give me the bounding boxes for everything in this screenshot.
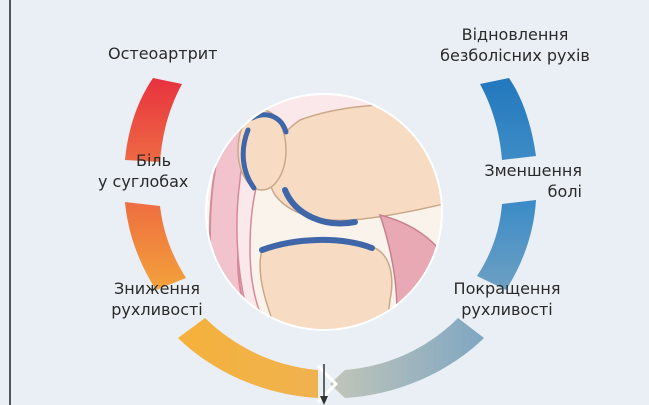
label-better-mobility: Покращення рухливості	[452, 278, 562, 320]
label-less-pain-line1: Зменшення	[482, 160, 582, 181]
label-less-pain: Зменшення болі	[482, 160, 582, 202]
label-restore-line2: безболісних рухів	[440, 45, 590, 66]
label-osteoarthritis: Остеоартрит	[108, 43, 218, 64]
label-reduced-mobility: Зниження рухливості	[102, 278, 212, 320]
arc-less-pain	[477, 200, 536, 290]
label-joint-pain-line2: у суглобах	[98, 171, 188, 192]
label-restore-motion: Відновлення безболісних рухів	[440, 24, 590, 66]
label-joint-pain-line1: Біль	[98, 150, 188, 171]
arc-restore-motion	[480, 78, 536, 160]
arc-joint-pain	[125, 202, 186, 290]
label-better-mobility-line2: рухливості	[452, 299, 562, 320]
label-restore-line1: Відновлення	[440, 24, 590, 45]
knee-joint-illustration	[206, 68, 470, 350]
label-reduced-mobility-line2: рухливості	[102, 299, 212, 320]
label-osteoarthritis-text: Остеоартрит	[108, 44, 218, 63]
label-reduced-mobility-line1: Зниження	[102, 278, 212, 299]
label-less-pain-line2: болі	[482, 181, 582, 202]
arc-better-mobility	[330, 318, 484, 398]
label-better-mobility-line1: Покращення	[452, 278, 562, 299]
label-joint-pain: Біль у суглобах	[98, 150, 188, 192]
arc-reduced-mobility	[178, 318, 318, 398]
